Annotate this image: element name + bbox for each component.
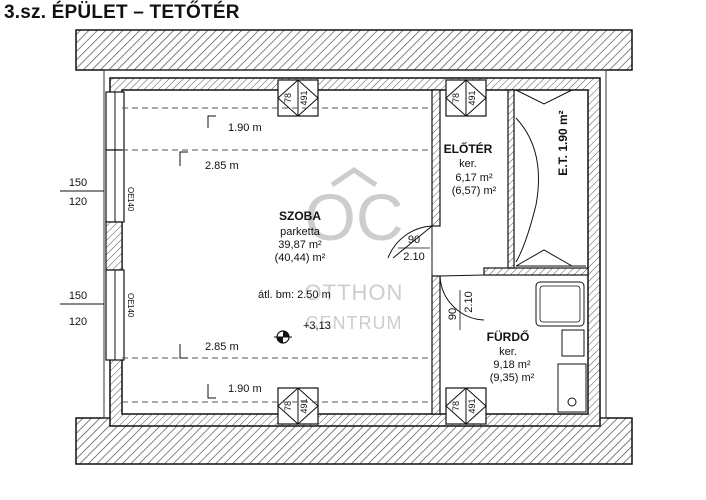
skylight-2: 78 491 [445, 79, 487, 117]
skylight-height: 491 [299, 90, 309, 105]
skylight-3: 78 491 [277, 387, 319, 425]
drain [567, 397, 577, 407]
level-marker [274, 330, 292, 344]
watermark-line2: CENTRUM [306, 313, 403, 333]
skylight-width: 78 [451, 401, 461, 411]
door-szoba [387, 225, 433, 276]
room-area-furdo: 9,18 m² [493, 359, 531, 371]
room-floor-eloter: ker. [459, 158, 477, 170]
room-area-gross-eloter: (6,57) m² [452, 185, 497, 197]
window-height-label: 120 [69, 316, 87, 328]
watermark-logo: OC [305, 180, 404, 254]
window-sill-value: 140 [126, 304, 135, 318]
room-label-et: E.T. 1.90 m² [556, 110, 570, 175]
room-area-gross-szoba: (40,44) m² [275, 252, 326, 264]
roof-top [75, 29, 633, 71]
skylight-height: 491 [299, 398, 309, 413]
room-area-szoba: 39,87 m² [278, 239, 322, 251]
page-title: 3.sz. ÉPÜLET – TETŐTÉR [4, 2, 240, 23]
avg-height-label: átl. bm: 2.50 m [258, 289, 331, 301]
shower [557, 363, 587, 413]
bath-wall [483, 267, 589, 276]
skylight-4: 78 491 [445, 387, 487, 425]
skylight-height: 491 [467, 398, 477, 413]
bathtub [535, 281, 585, 327]
watermark: OC OTTHON CENTRUM [305, 166, 404, 333]
room-floor-szoba: parketta [280, 226, 321, 238]
partition-wall [431, 89, 441, 227]
level-label: +3,13 [303, 320, 331, 332]
window-width-label: 150 [69, 290, 87, 302]
room-area-eloter: 6,17 m² [455, 172, 493, 184]
door-height-label: 2.10 [403, 251, 424, 263]
door-width-label: 90 [408, 234, 420, 246]
room-name-eloter: ELŐTÉR [444, 141, 493, 156]
room-floor-furdo: ker. [499, 346, 517, 358]
height-label-285: 2.85 m [205, 341, 239, 353]
window-sill-label: OE [126, 187, 135, 199]
window-sill-value: 140 [126, 198, 135, 212]
door-width-label: 90 [447, 308, 459, 320]
watermark-line1: OTTHON [305, 280, 404, 305]
window-sill-label: OE [126, 293, 135, 305]
window-height-label: 120 [69, 196, 87, 208]
room-name-furdo: FÜRDŐ [487, 329, 530, 344]
height-label-285: 2.85 m [205, 160, 239, 172]
sink [561, 329, 585, 357]
skylight-width: 78 [283, 93, 293, 103]
height-label-190: 1.90 m [228, 383, 262, 395]
skylight-height: 491 [467, 90, 477, 105]
skylight-width: 78 [451, 93, 461, 103]
room-area-gross-furdo: (9,35) m² [490, 372, 535, 384]
window-width-label: 150 [69, 177, 87, 189]
room-name-szoba: SZOBA [279, 209, 321, 223]
height-label-190: 1.90 m [228, 122, 262, 134]
door-furdo [439, 275, 485, 321]
door-height-label: 2.10 [463, 291, 475, 312]
skylight-width: 78 [283, 401, 293, 411]
skylight-1: 78 491 [277, 79, 319, 117]
